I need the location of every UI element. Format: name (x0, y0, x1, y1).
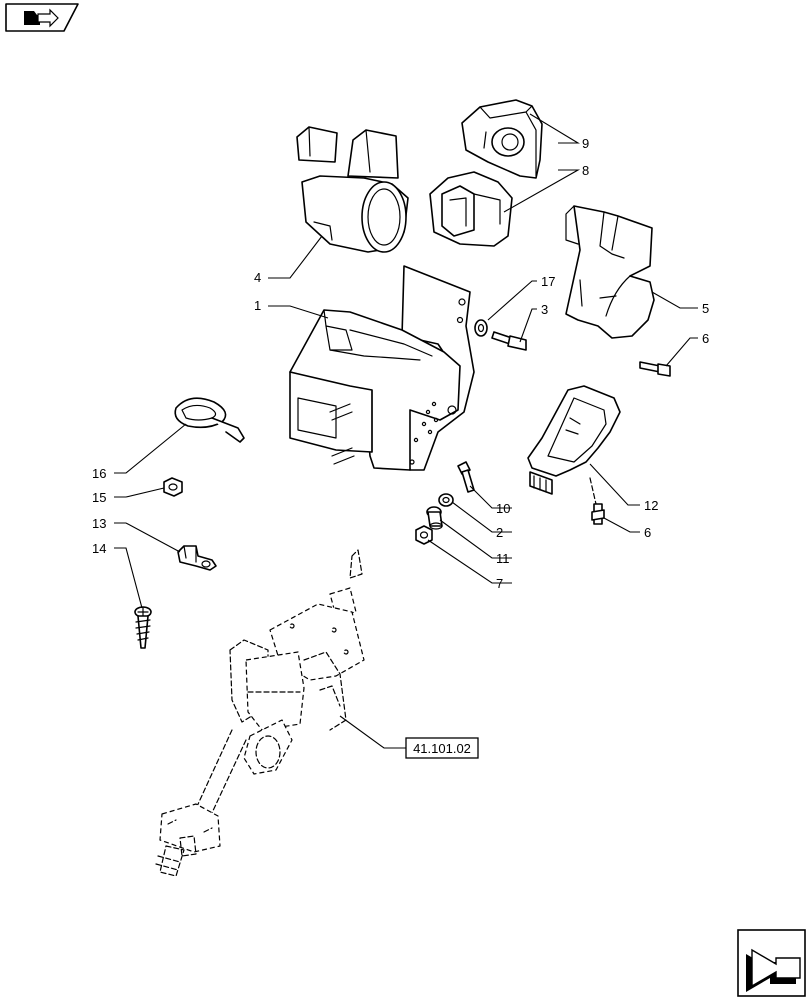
part-catalog-tab-icon[interactable] (5, 3, 79, 32)
part-11-spacer (426, 506, 443, 530)
next-page-arrow-icon[interactable] (737, 929, 806, 997)
callout-1: 1 (254, 298, 261, 313)
part-3-bolt (491, 331, 527, 351)
callout-labels: 1 4 9 8 17 3 5 6 12 6 16 15 13 14 10 2 1… (92, 136, 709, 591)
part-12-storage-tray (527, 385, 621, 495)
part-16-cable-strap (174, 397, 245, 443)
part-2-washer (438, 493, 454, 507)
reference-label[interactable]: 41.101.02 (413, 741, 471, 756)
part-8-upper-cap (461, 99, 543, 179)
part-17-washer (474, 319, 488, 337)
callout-3: 3 (541, 302, 548, 317)
part-10-nut (415, 525, 433, 545)
leader-lines (114, 113, 698, 749)
callout-11: 11 (496, 551, 510, 566)
part-13-cable-clip (177, 545, 217, 571)
callout-7: 8 (582, 163, 589, 178)
reference-link[interactable]: 41.101.02 (405, 737, 479, 759)
callout-6-lower: 6 (644, 525, 651, 540)
part-4-column-cover (296, 126, 409, 253)
part-5-side-cover (565, 205, 655, 339)
callout-4: 4 (254, 270, 261, 285)
steering-column-reference (155, 549, 365, 877)
part-7-lower-cap (429, 171, 513, 247)
part-14-screw (134, 606, 152, 649)
callout-2: 2 (496, 525, 503, 540)
callout-6-upper: 6 (702, 331, 709, 346)
callout-9: 10 (496, 501, 510, 516)
part-6-bolt-upper (639, 361, 671, 377)
part-15-nut (163, 477, 183, 497)
callout-10: 7 (496, 576, 503, 591)
callout-8: 9 (582, 136, 589, 151)
callout-12: 12 (644, 498, 658, 513)
callout-16: 16 (92, 466, 106, 481)
callout-13: 13 (92, 516, 106, 531)
callout-17: 17 (541, 274, 555, 289)
part-1-mounting-bracket (289, 265, 475, 471)
part-6-bolt-lower (589, 477, 605, 525)
callout-5: 5 (702, 301, 709, 316)
callout-14: 14 (92, 541, 106, 556)
callout-15: 15 (92, 490, 106, 505)
